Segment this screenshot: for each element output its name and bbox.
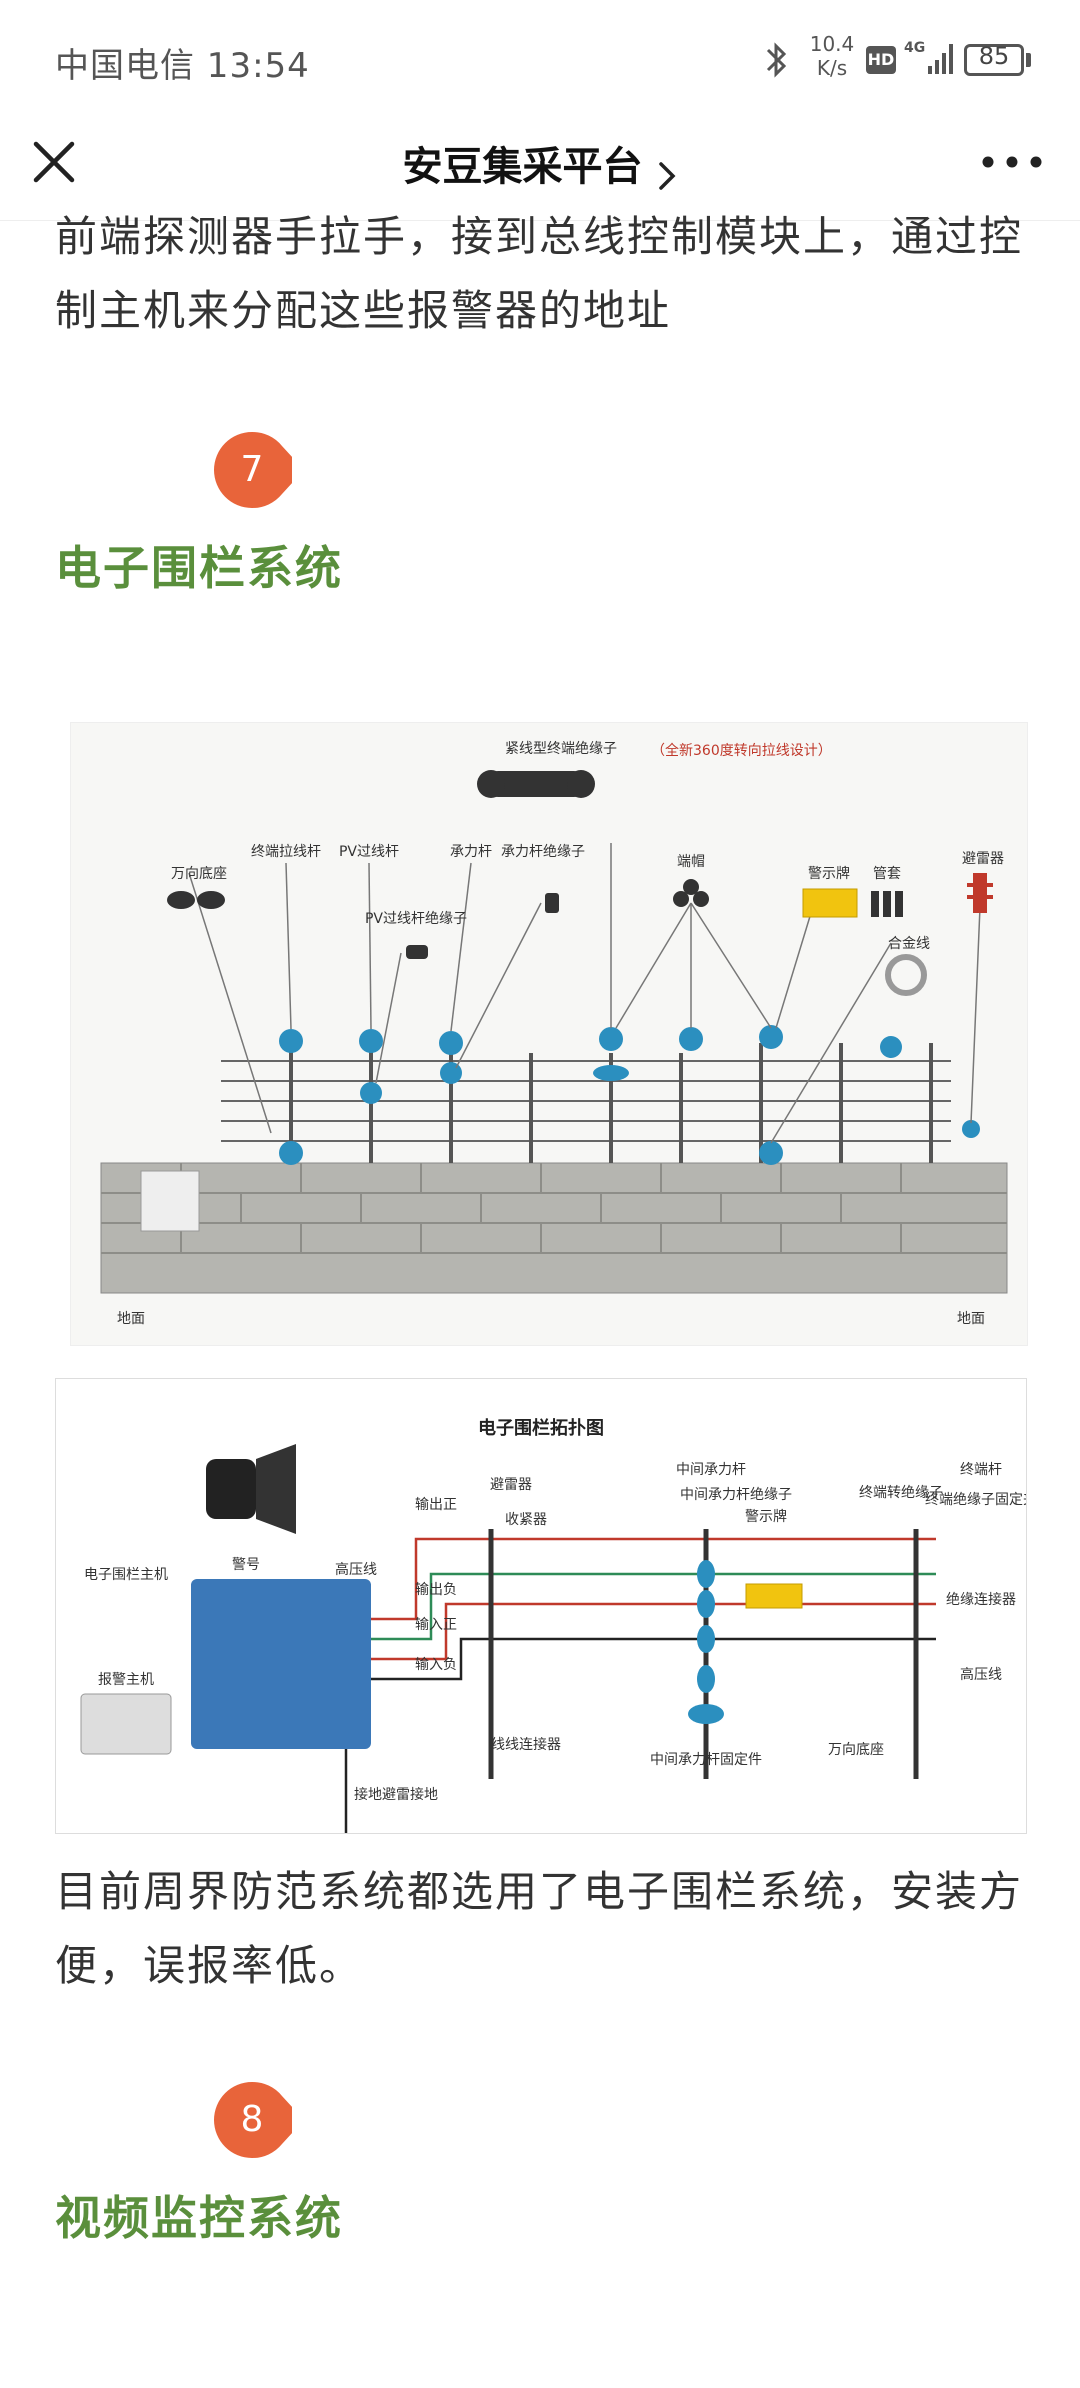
- diagram-title: 电子围栏拓扑图: [478, 1417, 604, 1439]
- section-number-badge: 8: [212, 2080, 292, 2160]
- diagram-label: 地面: [117, 1311, 145, 1327]
- section-title: 电子围栏系统: [55, 532, 343, 598]
- diagram-label: 万向底座: [828, 1742, 884, 1758]
- diagram-label: 终端杆: [960, 1462, 1002, 1478]
- fence-installation-diagram: 紧线型终端绝缘子 （全新360度转向拉线设计） 万向底座 终端拉线杆 PV过线杆…: [70, 722, 1028, 1346]
- diagram-label: 承力杆: [450, 844, 492, 860]
- diagram-label: 报警主机: [98, 1672, 154, 1688]
- diagram-label: 端帽: [677, 854, 705, 870]
- nav-title: 安豆集采平台: [402, 144, 642, 190]
- bluetooth-icon: [760, 38, 794, 82]
- diagram-label: 中间承力杆绝缘子: [680, 1487, 792, 1503]
- diagram-label: 万向底座: [171, 866, 227, 882]
- chevron-right-icon: [656, 158, 678, 194]
- battery-level: 85: [964, 42, 1024, 70]
- diagram-label: PV过线杆: [339, 844, 399, 860]
- diagram-label: 避雷器: [962, 851, 1004, 867]
- diagram-label: 中间承力杆固定件: [650, 1752, 762, 1768]
- diagram-label: 承力杆绝缘子: [501, 844, 585, 860]
- fence-topology-diagram: 电子围栏拓扑图 警号 电子围栏主机 报警主机 输出正 输出负 输入正 输入负 高…: [55, 1378, 1027, 1834]
- diagram-label: 线线连接器: [491, 1736, 561, 1753]
- diagram-label: 避雷器: [490, 1477, 532, 1493]
- article-paragraph: 前端探测器手拉手，接到总线控制模块上，通过控制主机来分配这些报警器的地址: [55, 200, 1035, 348]
- battery-tip: [1026, 53, 1031, 67]
- diagram-label: 地面: [957, 1311, 985, 1327]
- diagram-label: PV过线杆绝缘子: [365, 911, 467, 927]
- section-title: 视频监控系统: [55, 2182, 343, 2248]
- diagram-label: 绝缘连接器: [946, 1591, 1016, 1608]
- section-number: 8: [212, 2080, 292, 2160]
- diagram-label: 收紧器: [505, 1512, 547, 1528]
- article-paragraph: 目前周界防范系统都选用了电子围栏系统，安装方便，误报率低。: [55, 1855, 1035, 2003]
- diagram-label: 高压线: [960, 1666, 1002, 1683]
- diagram-label: 紧线型终端绝缘子: [505, 741, 617, 757]
- section-number-badge: 7: [212, 430, 292, 510]
- network-speed-unit: K/s: [800, 56, 864, 80]
- more-dots-icon[interactable]: [972, 132, 1052, 192]
- signal-icon: [922, 40, 958, 76]
- diagram-note: （全新360度转向拉线设计）: [651, 742, 832, 759]
- diagram-label: 警示牌: [808, 865, 850, 882]
- diagram-label: 中间承力杆: [676, 1462, 746, 1478]
- diagram-label: 输入正: [415, 1617, 457, 1633]
- network-speed: 10.4 K/s: [800, 32, 864, 80]
- diagram-label: 终端拉线杆: [251, 844, 321, 860]
- diagram-label: 警示牌: [745, 1508, 787, 1525]
- diagram-label: 终端绝缘子固定夹: [925, 1492, 1027, 1508]
- status-bar: 中国电信 13:54 10.4 K/s HD 4G 85: [0, 0, 1080, 120]
- nav-title-link[interactable]: 安豆集采平台: [0, 134, 1080, 194]
- diagram-label: 输出正: [415, 1497, 457, 1513]
- diagram-label: 接地避雷接地: [354, 1786, 438, 1803]
- network-speed-value: 10.4: [800, 32, 864, 56]
- hd-badge: HD: [866, 46, 896, 74]
- diagram-label: 合金线: [888, 936, 930, 952]
- diagram-label: 电子围栏主机: [84, 1567, 168, 1583]
- diagram-label: 输入负: [415, 1657, 457, 1673]
- diagram-label: 管套: [873, 866, 901, 882]
- diagram-label: 警号: [232, 1557, 260, 1573]
- section-number: 7: [212, 430, 292, 510]
- diagram-label: 输出负: [415, 1582, 457, 1598]
- diagram-label: 高压线: [335, 1561, 377, 1578]
- carrier-time: 中国电信 13:54: [55, 38, 310, 87]
